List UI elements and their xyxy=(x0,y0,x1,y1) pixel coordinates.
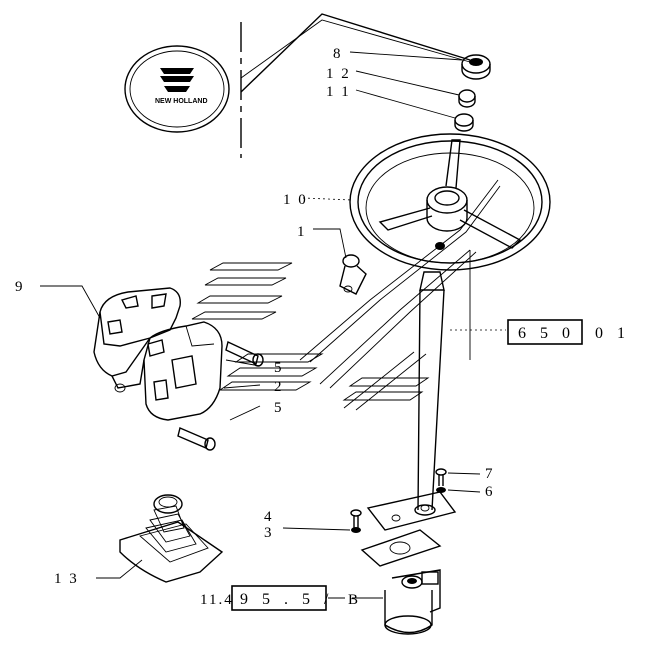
bolt-5-lower xyxy=(177,427,216,451)
bolt-4-3 xyxy=(350,509,362,533)
label-11: 1 1 xyxy=(326,84,351,100)
mounting-plate-lower xyxy=(360,529,442,567)
leader-6 xyxy=(447,489,481,493)
label-8: 8 xyxy=(333,46,343,62)
label-6: 6 xyxy=(485,484,495,500)
leader-13 xyxy=(96,559,143,579)
leader-7 xyxy=(447,472,481,475)
label-5-upper: 5 xyxy=(274,360,284,376)
leader-11 xyxy=(355,89,456,119)
nut-part xyxy=(461,54,491,80)
washer-part xyxy=(458,89,476,108)
rubber-boot xyxy=(119,494,224,583)
label-2: 2 xyxy=(274,379,284,395)
label-4: 4 xyxy=(264,509,274,525)
label-1: 1 xyxy=(297,224,307,240)
ref-11495-prefix: 11.4 xyxy=(200,592,234,608)
steering-valve xyxy=(384,569,441,635)
ref-box-650: 6 5 0 0 1 xyxy=(507,319,630,345)
logo-brand-text: NEW HOLLAND xyxy=(155,98,208,105)
leader-3 xyxy=(282,527,351,531)
label-5-lower: 5 xyxy=(274,400,284,416)
cone-part xyxy=(454,113,474,132)
ref-11495-suffix: B xyxy=(348,592,360,608)
ref-11495-box-text: 9 5 . 5 / xyxy=(240,591,333,608)
leader-9 xyxy=(40,285,101,319)
new-holland-logo: NEW HOLLAND xyxy=(124,45,230,133)
console-housing xyxy=(93,287,223,421)
label-7: 7 xyxy=(485,466,495,482)
label-10: 1 0 xyxy=(283,192,308,208)
mounting-plate-upper xyxy=(366,491,457,531)
leader-12 xyxy=(355,70,460,96)
leader-10 xyxy=(302,197,353,201)
bracket-lines xyxy=(240,13,471,158)
leader-2 xyxy=(223,384,261,389)
leader-1 xyxy=(313,228,347,259)
bolt-7-6 xyxy=(435,468,447,493)
ref-650-suffix: 0 1 xyxy=(595,325,630,342)
label-9: 9 xyxy=(15,279,25,295)
label-13: 1 3 xyxy=(54,571,79,587)
label-3: 3 xyxy=(264,525,274,541)
steering-column xyxy=(414,271,506,516)
label-12: 1 2 xyxy=(326,66,351,82)
clip-part xyxy=(339,254,367,295)
leader-8 xyxy=(349,51,463,61)
ref-box-11495: 11.4 9 5 . 5 / B xyxy=(200,585,360,611)
steering-wheel xyxy=(349,133,551,271)
ref-650-text: 6 5 0 xyxy=(518,325,575,342)
leader-5a xyxy=(225,359,261,367)
dashboard-outline xyxy=(191,179,501,411)
leader-5b xyxy=(229,405,261,421)
